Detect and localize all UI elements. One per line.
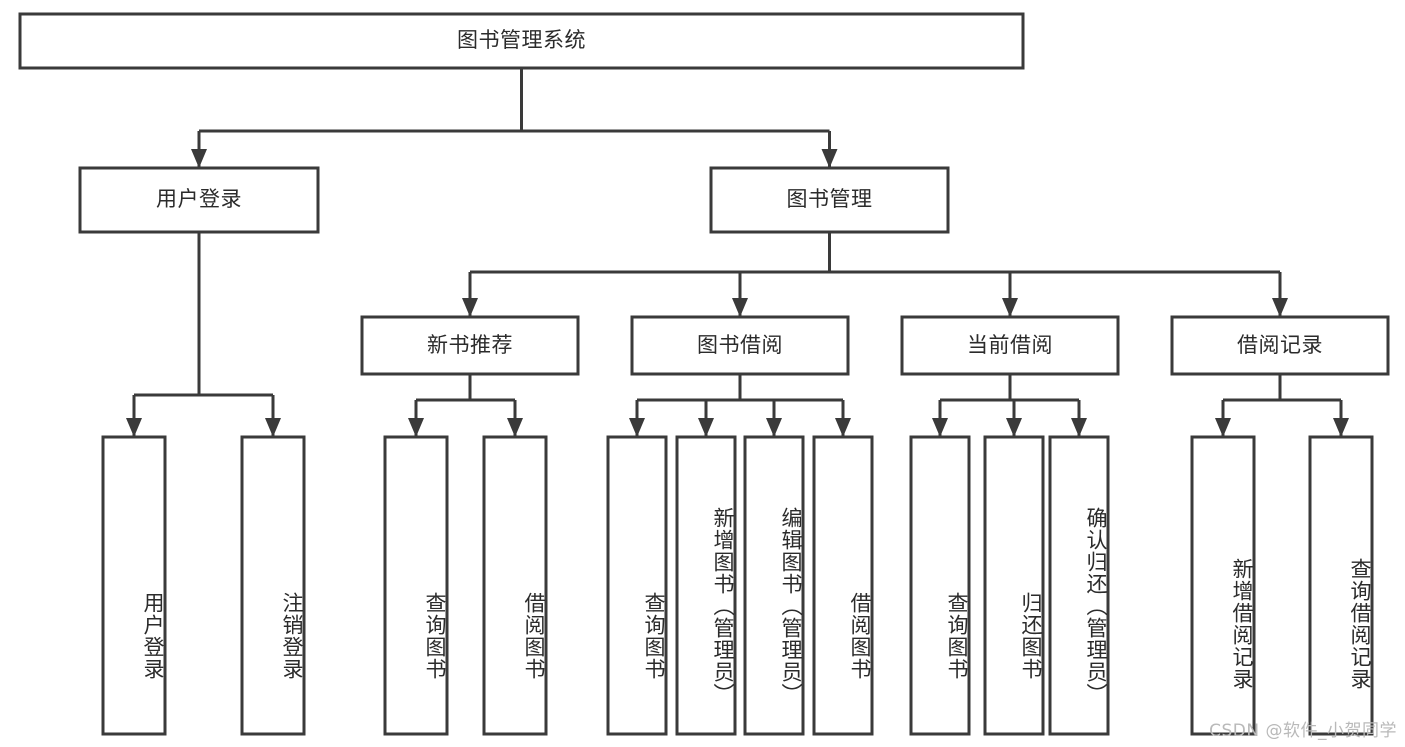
node-box-book-borrow[interactable] bbox=[630, 315, 850, 376]
node-box-book-management[interactable] bbox=[709, 166, 950, 234]
node-leaf-return-book[interactable] bbox=[985, 437, 1043, 734]
node-borrow-record[interactable] bbox=[1172, 317, 1388, 374]
node-leaf-query-books-current[interactable] bbox=[911, 437, 969, 734]
node-leaf-user-login[interactable] bbox=[103, 437, 165, 734]
arrow-head-user-login bbox=[191, 149, 207, 168]
arrow-head-borrow-record bbox=[1272, 298, 1288, 317]
node-box-leaf-user-logout[interactable] bbox=[240, 435, 306, 736]
node-box-root[interactable] bbox=[18, 12, 1025, 70]
arrow-head-book-management bbox=[821, 149, 838, 168]
arrow-head-leaf-user-logout bbox=[265, 418, 281, 437]
connector-layer bbox=[126, 68, 1349, 437]
node-book-management[interactable] bbox=[711, 168, 948, 232]
node-root[interactable] bbox=[20, 14, 1023, 68]
node-book-borrow[interactable] bbox=[632, 317, 848, 374]
node-box-leaf-borrow-books-rec[interactable] bbox=[482, 435, 548, 736]
node-leaf-user-logout[interactable] bbox=[242, 437, 304, 734]
node-box-current-borrow[interactable] bbox=[900, 315, 1120, 376]
node-box-leaf-confirm-return-admin[interactable] bbox=[1048, 435, 1110, 736]
arrow-head-leaf-edit-book-admin bbox=[766, 418, 782, 437]
node-box-borrow-record[interactable] bbox=[1170, 315, 1390, 376]
node-box-leaf-query-books-current[interactable] bbox=[909, 435, 971, 736]
arrow-head-current-borrow bbox=[1002, 298, 1018, 317]
arrow-head-leaf-user-login bbox=[126, 418, 142, 437]
node-box-user-login[interactable] bbox=[78, 166, 320, 234]
node-leaf-add-book-admin[interactable] bbox=[677, 437, 735, 734]
node-box-leaf-add-book-admin[interactable] bbox=[675, 435, 737, 736]
node-current-borrow[interactable] bbox=[902, 317, 1118, 374]
watermark-text: CSDN @软件_小贺同学 bbox=[1209, 721, 1397, 741]
arrow-head-leaf-add-borrow-record bbox=[1215, 418, 1231, 437]
node-leaf-add-borrow-record[interactable] bbox=[1192, 437, 1254, 734]
arrow-head-leaf-borrow-book bbox=[835, 418, 851, 437]
arrow-head-leaf-add-book-admin bbox=[698, 418, 714, 437]
node-box-leaf-query-borrow-record[interactable] bbox=[1308, 435, 1374, 736]
node-leaf-borrow-book[interactable] bbox=[814, 437, 872, 734]
node-box-leaf-query-books-borrow[interactable] bbox=[606, 435, 668, 736]
node-user-login[interactable] bbox=[80, 168, 318, 232]
node-box-new-book-recommend[interactable] bbox=[360, 315, 580, 376]
arrow-head-new-book-recommend bbox=[462, 298, 478, 317]
arrow-head-leaf-query-books-borrow bbox=[629, 418, 645, 437]
arrow-head-leaf-query-books-current bbox=[932, 418, 948, 437]
node-box-leaf-query-books-rec[interactable] bbox=[383, 435, 449, 736]
node-box-leaf-borrow-book[interactable] bbox=[812, 435, 874, 736]
node-box-layer bbox=[18, 12, 1390, 736]
arrow-head-leaf-query-books-rec bbox=[408, 418, 424, 437]
arrow-head-leaf-query-borrow-record bbox=[1333, 418, 1349, 437]
arrow-head-leaf-confirm-return-admin bbox=[1071, 418, 1087, 437]
node-box-leaf-return-book[interactable] bbox=[983, 435, 1045, 736]
node-box-leaf-user-login[interactable] bbox=[101, 435, 167, 736]
node-leaf-query-books-borrow[interactable] bbox=[608, 437, 666, 734]
arrow-head-book-borrow bbox=[732, 298, 748, 317]
node-box-leaf-edit-book-admin[interactable] bbox=[743, 435, 805, 736]
node-new-book-recommend[interactable] bbox=[362, 317, 578, 374]
node-box-leaf-add-borrow-record[interactable] bbox=[1190, 435, 1256, 736]
arrow-head-leaf-return-book bbox=[1006, 418, 1022, 437]
node-leaf-confirm-return-admin[interactable] bbox=[1050, 437, 1108, 734]
node-leaf-query-books-rec[interactable] bbox=[385, 437, 447, 734]
arrow-head-leaf-borrow-books-rec bbox=[507, 418, 523, 437]
node-leaf-query-borrow-record[interactable] bbox=[1310, 437, 1372, 734]
node-leaf-edit-book-admin[interactable] bbox=[745, 437, 803, 734]
node-leaf-borrow-books-rec[interactable] bbox=[484, 437, 546, 734]
